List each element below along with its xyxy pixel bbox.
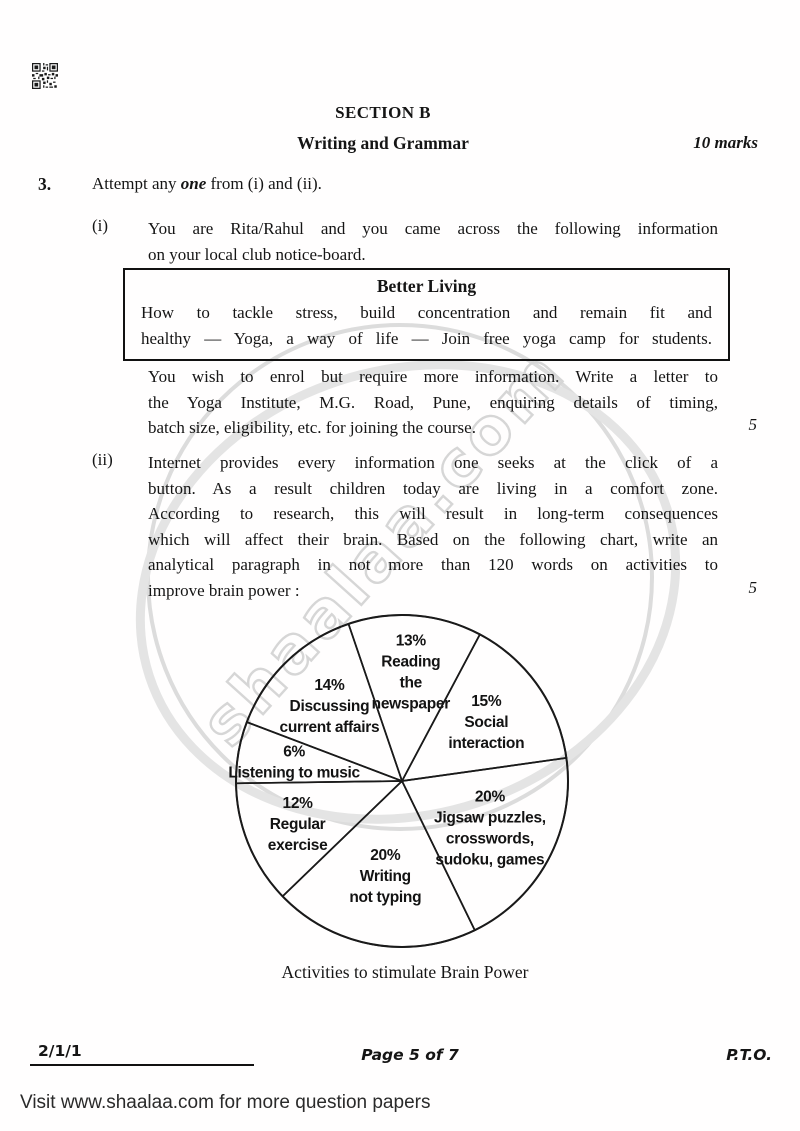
pie-slice-label: 6%Listening to music: [229, 744, 361, 782]
pto-label: P.T.O.: [726, 1046, 772, 1064]
part-i-intro: You are Rita/Rahul and you came across t…: [148, 216, 718, 267]
question-intro-prefix: Attempt any: [92, 174, 181, 193]
part-ii-marks: 5: [748, 578, 758, 597]
section-marks: 10 marks: [693, 133, 758, 152]
part-i-label: (i): [92, 216, 109, 235]
page-indicator: Page 5 of 7: [361, 1046, 459, 1064]
text-line: analytical paragraph in not more than 12…: [148, 555, 718, 574]
question-intro-emphasis: one: [180, 174, 207, 193]
text-line: the Yoga Institute, M.G. Road, Pune, enq…: [148, 392, 718, 412]
section-title: SECTION B: [335, 103, 431, 122]
bottom-note: Visit www.shaalaa.com for more question …: [20, 1092, 431, 1113]
chart-caption: Activities to stimulate Brain Power: [281, 962, 529, 982]
part-ii-label: (ii): [92, 450, 113, 469]
part-i-task: You wish to enrol but require more infor…: [148, 364, 718, 441]
notice-title: Better Living: [376, 276, 477, 296]
text-line: You wish to enrol but require more infor…: [148, 367, 718, 386]
text-line: on your local club notice-board.: [148, 244, 366, 264]
pie-slice-label: 20%Jigsaw puzzles,crosswords,sudoku, gam…: [434, 788, 546, 868]
notice-box: Better Living How to tackle stress, buil…: [123, 268, 730, 361]
notice-body: How to tackle stress, build concentratio…: [141, 300, 712, 351]
text-line: healthy — Yoga, a way of life — Join fre…: [141, 328, 712, 348]
qr-code-icon: [32, 63, 58, 89]
pie-slice: [281, 779, 476, 948]
part-i-marks: 5: [748, 415, 758, 434]
section-subject: Writing and Grammar: [297, 133, 469, 153]
text-line: According to research, this will result …: [148, 504, 718, 523]
text-line: improve brain power :: [148, 580, 300, 600]
text-line: button. As a result children today are l…: [148, 478, 718, 498]
part-ii-text: Internet provides every information one …: [148, 450, 718, 603]
text-line: How to tackle stress, build concentratio…: [141, 303, 712, 322]
question-intro: Attempt any one from (i) and (ii).: [92, 174, 322, 194]
text-line: which will affect their brain. Based on …: [148, 529, 718, 549]
paper-code: 2/1/1: [30, 1042, 254, 1066]
text-line: You are Rita/Rahul and you came across t…: [148, 219, 718, 238]
question-intro-suffix: from (i) and (ii).: [206, 174, 322, 193]
text-line: Internet provides every information one …: [148, 453, 718, 472]
text-line: batch size, eligibility, etc. for joinin…: [148, 418, 476, 437]
question-number: 3.: [38, 174, 52, 194]
